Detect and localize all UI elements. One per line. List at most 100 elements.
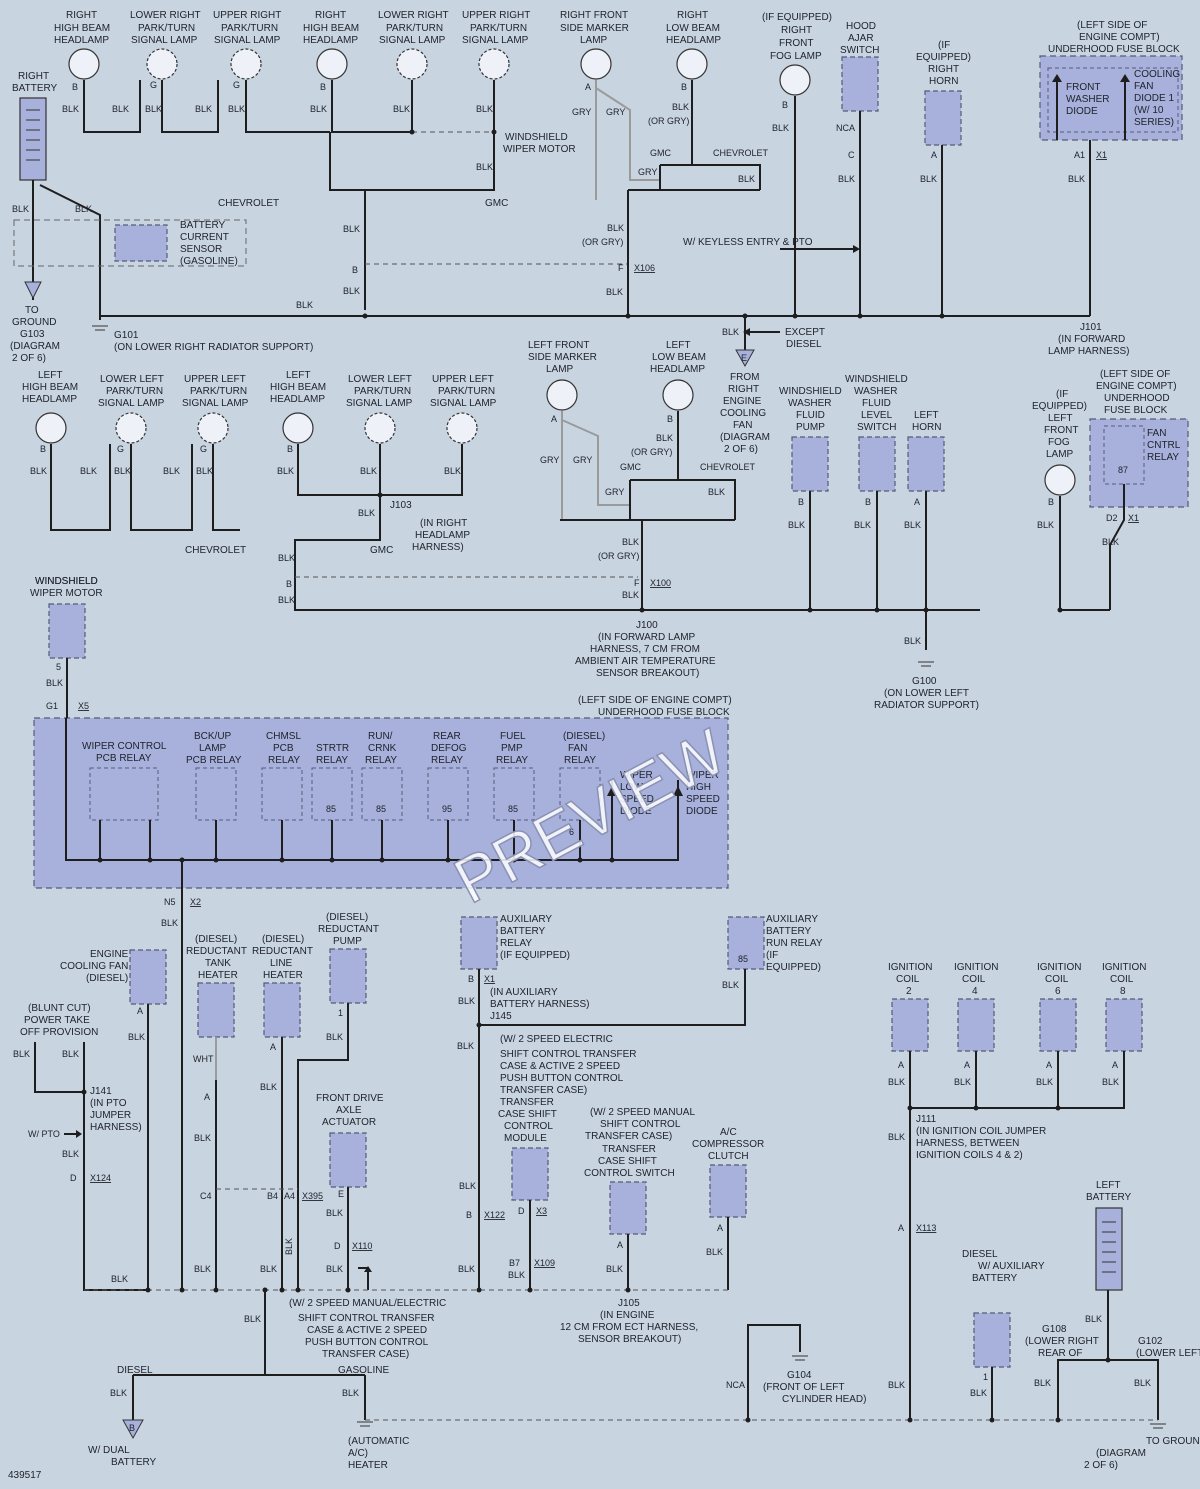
- wire-36: [294, 495, 980, 611]
- diagram-label: D: [70, 1173, 77, 1183]
- diagram-label: BLK: [888, 1380, 905, 1390]
- engine-cooling-fan-diesel: ENGINE COOLING FAN (DIESEL): [60, 949, 167, 1005]
- diagram-label: GRY: [638, 167, 657, 177]
- j102: J103 (IN RIGHT HEADLAMP HARNESS): [390, 500, 470, 553]
- diagram-label: BLK: [457, 1041, 474, 1051]
- diagram-label: BLK: [12, 204, 29, 214]
- diagram-label: A: [551, 414, 557, 424]
- diagram-label: FAN: [568, 743, 587, 754]
- diagram-label: (DIESEL): [563, 731, 605, 742]
- diagram-label: A: [585, 82, 591, 92]
- splice-dot: [807, 607, 813, 613]
- diagram-label: X2: [190, 897, 201, 907]
- diagram-label: BATTERY HARNESS): [490, 999, 589, 1010]
- diagram-label: BLK: [508, 1270, 525, 1280]
- wire-78: [1057, 1290, 1159, 1420]
- cooling-fan-diode: COOLING FAN DIODE 1 (W/ 10 SERIES): [1120, 69, 1180, 128]
- ignition-coil-4: IGNITION COIL 4: [954, 962, 998, 1052]
- diagram-label: NCA: [836, 123, 855, 133]
- diagram-label: BLK: [30, 466, 47, 476]
- diagram-label: B: [72, 82, 78, 92]
- diagram-label: SIGNAL LAMP: [131, 35, 198, 46]
- diode-symbol: [364, 1266, 372, 1272]
- lamp-symbol: [364, 412, 396, 444]
- diagram-label: (IN IGNITION COIL JUMPER: [916, 1126, 1046, 1137]
- diagram-label: 6: [1055, 986, 1061, 997]
- diagram-label: BLK: [194, 1133, 211, 1143]
- diagram-label: A: [204, 1092, 210, 1102]
- diagram-label: LOWER RIGHT: [130, 10, 201, 21]
- diagram-label: W/ AUXILIARY: [978, 1261, 1045, 1272]
- diagram-label: (IN AUXILIARY: [490, 987, 558, 998]
- diagram-label: REAR: [433, 731, 461, 742]
- diagram-label: BLK: [970, 1388, 987, 1398]
- splice-dot: [279, 1287, 285, 1293]
- diagram-label: BLK: [228, 104, 245, 114]
- diagram-label: 6: [569, 827, 574, 837]
- w-dual-battery: G102 (LOWER LEFT: [1136, 1336, 1200, 1359]
- diagram-label: BATTERY: [1086, 1192, 1132, 1203]
- splice-dot: [409, 129, 415, 135]
- diagram-label: X109: [534, 1258, 555, 1268]
- diagram-label: BLK: [112, 104, 129, 114]
- diagram-label: (LEFT SIDE OF: [1100, 369, 1170, 380]
- diode-symbol: [1120, 74, 1130, 82]
- diagram-label: J141: [90, 1086, 112, 1097]
- diagram-label: BATTERY: [766, 926, 812, 937]
- wire-56: [297, 1003, 349, 1290]
- aux-battery-relay: AUXILIARY BATTERY RELAY (IF EQUIPPED): [460, 914, 570, 970]
- j100: J100 (IN FORWARD LAMP HARNESS, 7 CM FROM…: [575, 620, 716, 679]
- diagram-label: 12 CM FROM ECT HARNESS,: [560, 1322, 698, 1333]
- diagram-label: (LEFT SIDE OF ENGINE COMPT): [578, 695, 732, 706]
- diagram-label: HIGH BEAM: [22, 382, 78, 393]
- component-box: [1095, 1207, 1123, 1291]
- diagram-label: BLK: [904, 520, 921, 530]
- wiper-motor: WINDSHIELD WINDSHIELD: [35, 576, 98, 587]
- wire-39: [629, 411, 736, 520]
- diagram-label: BLK: [196, 466, 213, 476]
- diagram-label: (DIAGRAM: [10, 341, 60, 352]
- diagram-label: BLK: [296, 300, 313, 310]
- diagram-label: E: [741, 353, 747, 363]
- diagram-label: COIL: [962, 974, 986, 985]
- diagram-label: SIGNAL LAMP: [430, 398, 497, 409]
- diagram-label: BLK: [1085, 1314, 1102, 1324]
- diagram-label: PARK/TURN: [190, 386, 247, 397]
- diagram-label: BLK: [954, 1077, 971, 1087]
- except-diesel: EXCEPT DIESEL: [785, 327, 825, 350]
- wire-40: [560, 519, 735, 610]
- diagram-label: FLUID: [796, 410, 825, 421]
- wire-63: [479, 969, 746, 1026]
- diagram-label: SPEED: [686, 794, 720, 805]
- diagram-label: D: [518, 1206, 525, 1216]
- diagram-label: LAMP: [580, 35, 608, 46]
- diagram-label: N5: [164, 897, 176, 907]
- diagram-label: DIESEL: [962, 1249, 998, 1260]
- component-box: [114, 224, 168, 262]
- diagram-label: MODULE: [504, 1133, 547, 1144]
- diagram-label: IGNITION: [954, 962, 998, 973]
- diagram-label: G108: [1042, 1324, 1067, 1335]
- diagram-label: PMP: [501, 743, 523, 754]
- diagram-label: CHEVROLET: [700, 462, 756, 472]
- diagram-label: LEVEL: [861, 410, 893, 421]
- diagram-label: WINDSHIELD: [505, 132, 568, 143]
- diagram-label: G102: [1138, 1336, 1163, 1347]
- diagram-label: LAMP: [546, 364, 574, 375]
- diagram-label: HEATER: [198, 970, 238, 981]
- diagram-label: 8: [1120, 986, 1126, 997]
- diagram-label: CASE SHIFT: [598, 1156, 657, 1167]
- diagram-label: (LEFT SIDE OF: [1077, 20, 1147, 31]
- diagram-label: B: [681, 82, 687, 92]
- diagram-label: RELAY: [431, 755, 463, 766]
- diagram-label: UPPER RIGHT: [213, 10, 281, 21]
- diagram-label: SIGNAL LAMP: [346, 398, 413, 409]
- diagram-label: (IN PTO: [90, 1098, 127, 1109]
- splice-dot: [625, 1287, 631, 1293]
- diagram-label: HIGH BEAM: [270, 382, 326, 393]
- diagram-label: BLK: [458, 1264, 475, 1274]
- reductant-pump: (DIESEL) REDUCTANT PUMP: [318, 912, 379, 1004]
- diagram-label: BLK: [111, 1274, 128, 1284]
- splice-dot: [147, 857, 153, 863]
- diagram-label: (GASOLINE): [180, 256, 238, 267]
